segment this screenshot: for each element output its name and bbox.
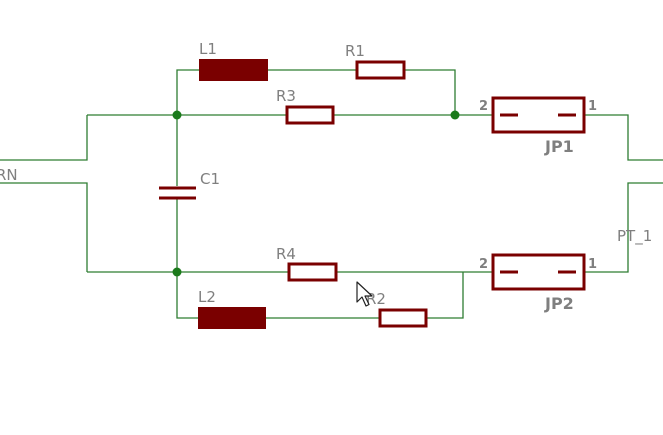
wire-left-top bbox=[0, 115, 88, 161]
net-label-left: RN bbox=[0, 166, 18, 184]
label-jp1: JP1 bbox=[544, 137, 574, 156]
wire-upper-branch-left bbox=[176, 69, 199, 115]
inductor-l2[interactable] bbox=[198, 307, 266, 329]
mouse-pointer-icon bbox=[356, 281, 373, 307]
label-r1: R1 bbox=[345, 42, 365, 60]
resistor-r1[interactable] bbox=[355, 60, 406, 80]
label-r4: R4 bbox=[276, 245, 296, 263]
jumper-jp2[interactable] bbox=[491, 253, 586, 291]
inductor-l1[interactable] bbox=[199, 59, 268, 81]
junction-bottom-left bbox=[172, 267, 182, 277]
resistor-r4[interactable] bbox=[287, 262, 338, 282]
jp2-pin-1: 1 bbox=[588, 257, 597, 272]
jp1-pin-1: 1 bbox=[588, 99, 597, 114]
wire-jp1-right bbox=[585, 114, 663, 161]
junction-top-left bbox=[172, 110, 182, 120]
wire-left-bottom bbox=[0, 182, 88, 272]
junction-top-right bbox=[450, 110, 460, 120]
jumper-jp1[interactable] bbox=[491, 96, 586, 134]
label-l2: L2 bbox=[198, 288, 216, 306]
label-r3: R3 bbox=[276, 87, 296, 105]
resistor-r2[interactable] bbox=[378, 308, 428, 328]
label-jp2: JP2 bbox=[544, 294, 574, 313]
wire-lower-branch-left bbox=[176, 272, 198, 319]
label-c1: C1 bbox=[200, 170, 220, 188]
jp2-pin-2: 2 bbox=[479, 257, 488, 272]
net-label-right: PT_1 bbox=[617, 227, 652, 246]
label-l1: L1 bbox=[199, 40, 217, 58]
resistor-r3[interactable] bbox=[285, 105, 335, 125]
jp1-pin-2: 2 bbox=[479, 99, 488, 114]
wire-lower-branch-right bbox=[426, 272, 464, 319]
wire-upper-branch-right bbox=[404, 69, 456, 115]
wire-jp2-right bbox=[585, 182, 663, 273]
capacitor-c1[interactable] bbox=[159, 186, 196, 200]
wires bbox=[0, 69, 663, 319]
